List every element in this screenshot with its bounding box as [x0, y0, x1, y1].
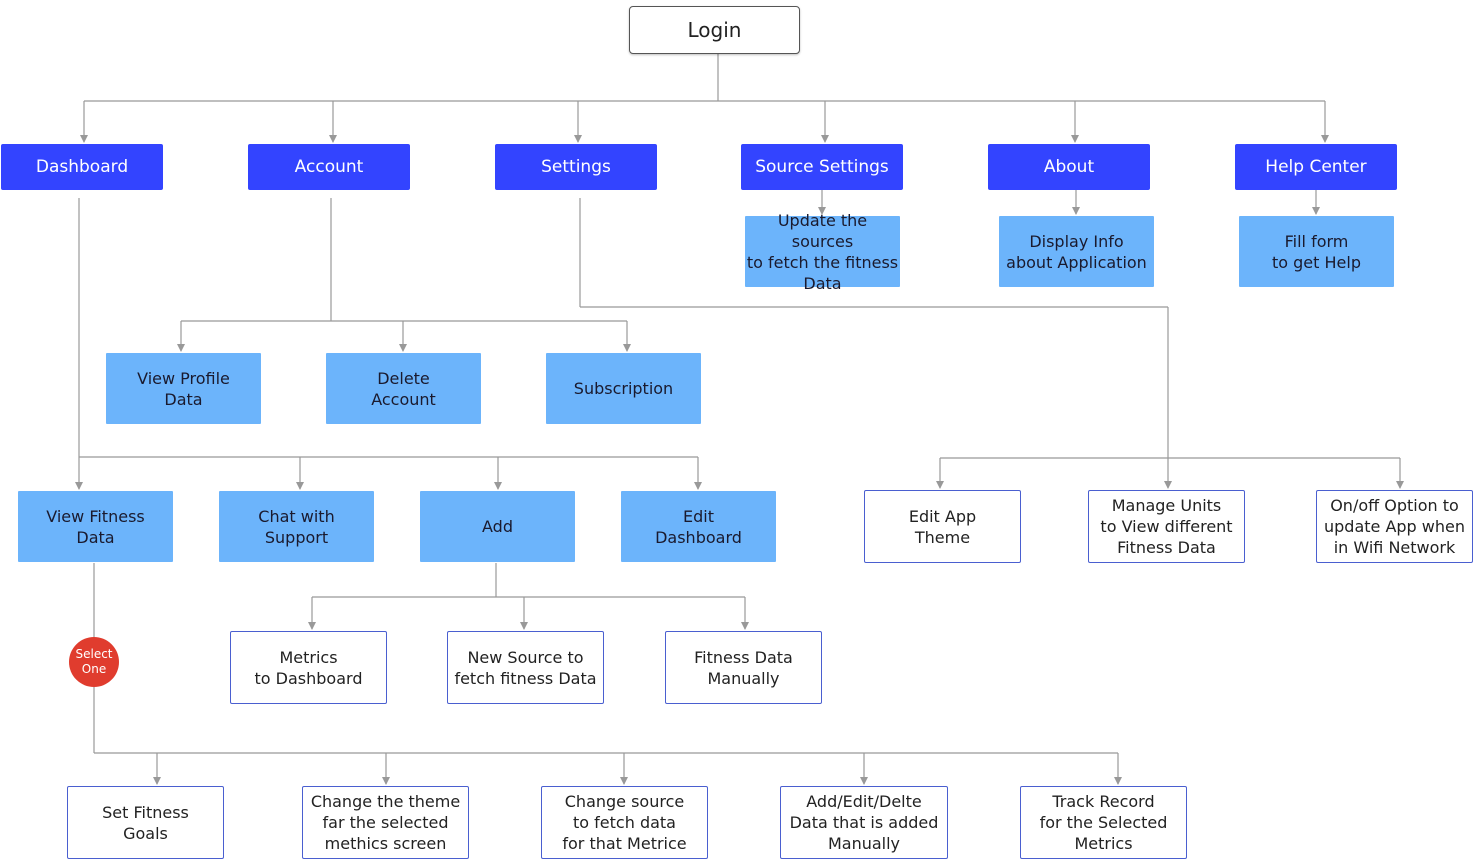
delete-account-node: Delete Account: [326, 353, 481, 424]
settings-node: Settings: [495, 144, 657, 190]
metrics-dashboard-node: Metrics to Dashboard: [230, 631, 387, 704]
change-theme-node: Change the theme far the selected methic…: [302, 786, 469, 859]
select-one-badge: Select One: [69, 637, 119, 687]
edit-dashboard-node: Edit Dashboard: [621, 491, 776, 562]
source-settings-node: Source Settings: [741, 144, 903, 190]
update-sources-node: Update the sources to fetch the fitness …: [745, 210, 900, 293]
chat-support-node: Chat with Support: [219, 491, 374, 562]
account-node: Account: [248, 144, 410, 190]
display-info-node: Display Info about Application: [999, 216, 1154, 287]
fitness-manually-node: Fitness Data Manually: [665, 631, 822, 704]
help-center-node: Help Center: [1235, 144, 1397, 190]
about-node: About: [988, 144, 1150, 190]
edit-theme-node: Edit App Theme: [864, 490, 1021, 563]
change-source-node: Change source to fetch data for that Met…: [541, 786, 708, 859]
dashboard-node: Dashboard: [1, 144, 163, 190]
wifi-option-node: On/off Option to update App when in Wifi…: [1316, 490, 1473, 563]
subscription-node: Subscription: [546, 353, 701, 424]
track-record-node: Track Record for the Selected Metrics: [1020, 786, 1187, 859]
add-edit-delete-node: Add/Edit/Delte Data that is added Manual…: [780, 786, 948, 859]
view-profile-node: View Profile Data: [106, 353, 261, 424]
view-fitness-node: View Fitness Data: [18, 491, 173, 562]
set-goals-node: Set Fitness Goals: [67, 786, 224, 859]
manage-units-node: Manage Units to View different Fitness D…: [1088, 490, 1245, 563]
login-node: Login: [629, 6, 800, 54]
add-node: Add: [420, 491, 575, 562]
fill-form-node: Fill form to get Help: [1239, 216, 1394, 287]
new-source-node: New Source to fetch fitness Data: [447, 631, 604, 704]
